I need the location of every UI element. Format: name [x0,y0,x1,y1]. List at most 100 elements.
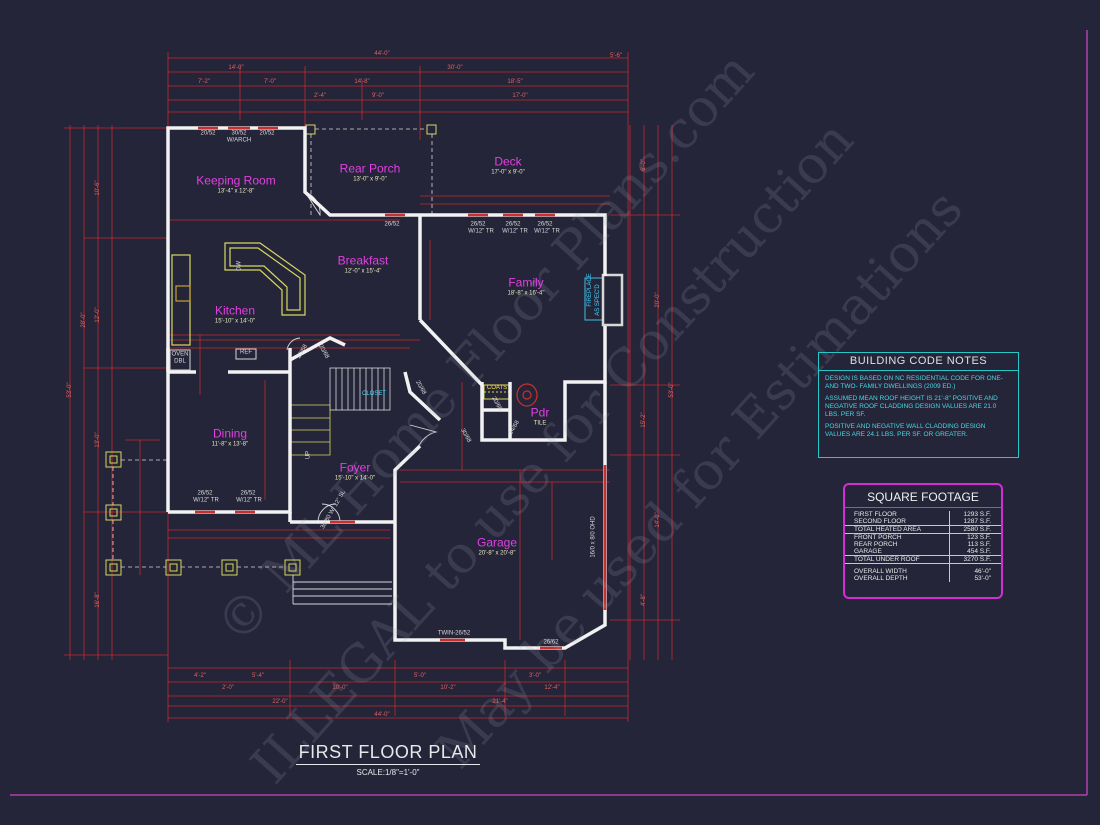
room-dimensions: 15'-10" x 14'-0" [334,475,376,482]
dimension-label: 2'-0" [222,685,234,691]
room-dimensions: 13'-0" x 9'-0" [353,176,387,183]
window-tag-note: W/12" TR [193,497,219,504]
window-tag: 26/52 [197,490,213,497]
dimension-label: 53'-0" [669,382,675,398]
garage-window-tag: TWIN-26/52 [437,630,471,637]
sqft-title: SQUARE FOOTAGE [845,485,1001,508]
room-dimensions: 18'-8" x 16'-4" [507,290,545,297]
dimension-label: 18'-5" [507,79,523,85]
table-row: FIRST FLOOR 1293 S.F. [845,511,1001,518]
dimension-label: 10'-0" [332,685,348,691]
sqft-label: FRONT PORCH [854,534,902,541]
notes-title: BUILDING CODE NOTES [819,353,1018,371]
dimension-label: 5'-0" [414,673,426,679]
notes-paragraph: DESIGN IS BASED ON NC RESIDENTIAL CODE F… [825,375,1003,390]
sqft-value: 53'-0" [948,575,1001,582]
room-name: Garage [476,535,518,550]
fireplace-label: FIREPLACE [587,273,593,307]
dimension-label: 10'-6" [95,180,101,196]
fireplace-spec-label: AS SPEC'D [595,284,601,316]
room-name: Pdr [530,405,550,420]
dimension-label: 14'-0" [655,512,661,528]
dishwasher-label: DW [236,261,243,271]
oven-label: OVEN [171,351,189,358]
room-dimensions: TILE [533,420,547,427]
building-code-notes: BUILDING CODE NOTES DESIGN IS BASED ON N… [818,352,1019,458]
sqft-value: 2580 S.F. [948,525,1001,534]
dimension-label: 2'-4" [314,93,326,99]
stairs [290,367,391,456]
dimension-label: 28'-0" [81,312,87,328]
dimension-label: 5'-4" [252,673,264,679]
dimension-label: 14'-0" [228,65,244,71]
room-name: Rear Porch [339,161,401,176]
dimension-label: 13'-0" [95,432,101,448]
room-name: Keeping Room [196,173,276,188]
dimension-label: 7'-0" [264,79,276,85]
room-name: Deck [494,154,522,169]
kitchen-counters [171,242,306,346]
powder-room-fixtures [516,383,538,407]
window-tag-note: W/12" TR [534,228,560,235]
sqft-label: TOTAL HEATED AREA [845,525,950,534]
dimension-label: 16'-8" [95,592,101,608]
dimension-label: 22'-0" [272,699,288,705]
window-marks [195,126,607,650]
room-name: Dining [212,426,248,441]
sqft-value: 1293 S.F. [948,511,1001,518]
dimension-label: 14'-8" [354,79,370,85]
room-dimensions: 17'-0" x 9'-0" [491,169,525,176]
window-tag: 26/52 [537,221,553,228]
porch-edges [112,128,433,568]
notes-paragraph: POSITIVE AND NEGATIVE WALL CLADDING DESI… [825,423,986,438]
sqft-label: FIRST FLOOR [854,511,897,518]
square-footage-table: SQUARE FOOTAGE FIRST FLOOR 1293 S.F. SECO… [843,483,1003,599]
window-tag-note: W/ARCH [226,137,252,144]
dimension-label: 4'-2" [194,673,206,679]
sqft-value: 3270 S.F. [948,555,1001,564]
porch-columns [105,124,437,576]
dimension-label: 17'-0" [512,93,528,99]
dimension-label: 6'-0" [641,159,647,171]
garage-door-tag: 16/0 x 8/0 OHD [590,516,597,558]
dimension-label: 9'-0" [372,93,384,99]
room-dimensions: 11'-8" x 13'-8" [211,441,249,448]
walls [166,126,607,650]
sqft-label: OVERALL DEPTH [854,575,908,582]
dimension-label: 12'-4" [544,685,560,691]
room-dimensions: 20'-8" x 20'-8" [478,550,516,557]
window-tag: 20/52 [259,130,275,137]
dimension-label: 7'-2" [198,79,210,85]
room-dimensions: 15'-10" x 14'-0" [214,318,256,325]
dimension-label: 3'-0" [529,673,541,679]
dimension-label: 44'-0" [374,51,390,57]
dimension-label: 20'-0" [655,292,661,308]
room-name: Breakfast [337,253,389,268]
window-tag: 20/52 [200,130,216,137]
dimension-label: 10'-2" [440,685,456,691]
drawing-scale: SCALE:1/8"=1'-0" [356,768,420,777]
sqft-value: 1287 S.F. [948,518,1001,526]
dimension-label: 44'-0" [374,712,390,718]
window-tag: 26/52 [240,490,256,497]
window-tag: 26/52 [505,221,521,228]
window-tag: 30/52 [231,130,247,137]
window-tag-note: W/12" TR [468,228,494,235]
dimension-label: 12'-0" [95,307,101,323]
oven-label-dbl: DBL [174,358,186,365]
